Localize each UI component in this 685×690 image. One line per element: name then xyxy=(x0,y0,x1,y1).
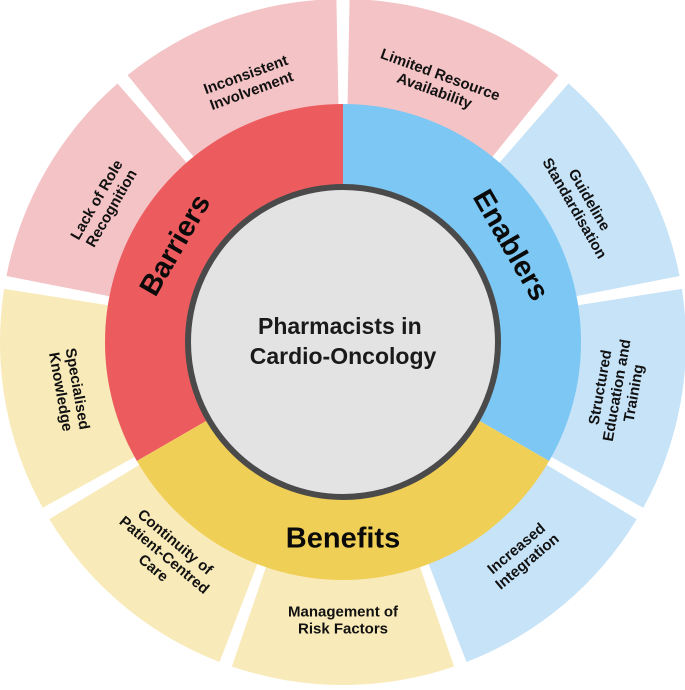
inner-segment-barriers xyxy=(104,104,343,461)
center-title: Pharmacists in Cardio-Oncology xyxy=(250,313,437,369)
outer-segment-specialised-knowledge-label: SpecialisedKnowledge xyxy=(45,347,93,434)
outer-segment-management-of-risk-factors xyxy=(231,542,455,685)
center-title-line-2: Cardio-Oncology xyxy=(250,343,437,369)
outer-segment-increased-integration xyxy=(419,451,637,663)
inner-segment-enablers xyxy=(343,104,581,461)
inner-segment-benefits-label: Benefits xyxy=(286,523,400,555)
outer-segment-management-of-risk-factors-label-line-1: Management of xyxy=(288,603,399,620)
inner-segment-benefits-label-line-1: Benefits xyxy=(286,523,400,555)
outer-segment-continuity-of-patient-centred-care xyxy=(49,451,267,663)
outer-segment-lack-of-role-recognition xyxy=(6,83,204,302)
center-title-line-1: Pharmacists in xyxy=(258,313,422,339)
center-hub: Pharmacists in Cardio-Oncology xyxy=(185,184,501,500)
outer-segment-guideline-standardisation xyxy=(482,83,680,302)
center-circle xyxy=(185,184,501,500)
outer-segment-management-of-risk-factors-label-line-2: Risk Factors xyxy=(298,620,388,637)
